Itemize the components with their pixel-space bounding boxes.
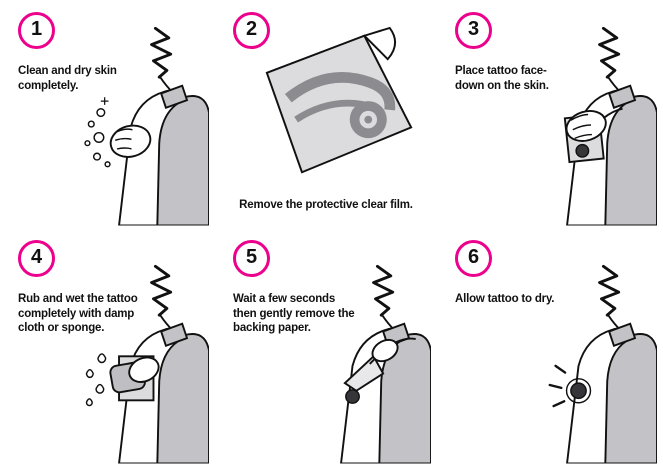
- step-caption-2: Remove the protective clear film.: [239, 199, 413, 211]
- step-number: 2: [245, 18, 258, 40]
- finger-lines: [570, 113, 592, 140]
- step-number: 6: [467, 246, 480, 268]
- step-panel-5: 5 Wait a few seconds then gently remove …: [215, 228, 437, 466]
- step-caption-4: Rub and wet the tattoo completely with d…: [18, 293, 138, 335]
- peeling-backing-paper-icon: [297, 260, 431, 466]
- pinching-hand: [371, 338, 399, 363]
- step-caption-5: Wait a few seconds then gently remove th…: [233, 293, 355, 335]
- tattoo-ring: [565, 378, 592, 404]
- step-panel-3: 3 Place tattoo face-down on the skin.: [437, 0, 663, 228]
- soap-bubbles: [84, 97, 111, 168]
- wrist-line: [394, 337, 416, 344]
- step-panel-1: 1 Clean and dry skin completely.: [0, 0, 215, 228]
- tribal-tattoo-design: [284, 72, 396, 139]
- step-number-badge-4: 4: [18, 240, 55, 277]
- cleaning-cloth: [109, 124, 152, 158]
- step-panel-6: 6 Allow tattoo to dry.: [437, 228, 663, 466]
- wrist-line: [602, 107, 623, 120]
- pinch-finger: [369, 357, 377, 365]
- step-caption-3: Place tattoo face-down on the skin.: [455, 65, 549, 92]
- damp-sponge-on-tattoo-icon: [85, 260, 209, 466]
- clear-film-curl: [362, 26, 397, 61]
- step-number: 3: [467, 18, 480, 40]
- tattoo-sheet-clear-film-peel-icon: [265, 26, 413, 174]
- water-drops: [85, 353, 107, 407]
- step-caption-1: Clean and dry skin completely.: [18, 65, 117, 92]
- tattoo-circle: [575, 143, 590, 158]
- step-number-badge-1: 1: [18, 12, 55, 49]
- step-number: 4: [30, 246, 43, 268]
- tattoo-drying-on-arm-icon: [548, 260, 657, 466]
- tattoo-circle: [345, 389, 360, 404]
- backing-paper-peeling: [343, 354, 385, 392]
- step-number-badge-5: 5: [233, 240, 270, 277]
- step-caption-6: Allow tattoo to dry.: [455, 293, 555, 305]
- tattoo-circle: [570, 382, 587, 400]
- step-number-badge-3: 3: [455, 12, 492, 49]
- arm-cleaning-with-bubbles-icon: [84, 22, 209, 228]
- drying-rays: [548, 364, 567, 408]
- step-number: 5: [245, 246, 258, 268]
- step-number-badge-6: 6: [455, 240, 492, 277]
- hand-pressing-tattoo-on-arm-icon: [563, 22, 657, 228]
- finger-lines: [114, 128, 133, 150]
- step-panel-4: 4 Rub and wet the tattoo completely with…: [0, 228, 215, 466]
- hand: [128, 356, 160, 383]
- step-panel-2: 2 Remove the protective clear film.: [215, 0, 437, 228]
- step-number-badge-2: 2: [233, 12, 270, 49]
- step-number: 1: [30, 18, 43, 40]
